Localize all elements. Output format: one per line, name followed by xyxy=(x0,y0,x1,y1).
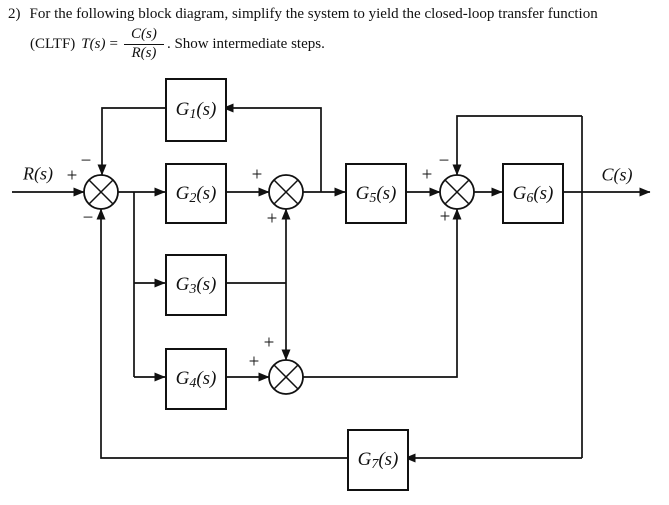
block-g4: G4(s) xyxy=(165,348,227,410)
fraction-numerator: C(s) xyxy=(131,26,157,42)
block-g2-subscript: 2 xyxy=(189,190,197,206)
block-g5-label: G xyxy=(355,182,370,204)
block-g2-label: G xyxy=(175,182,190,204)
sign-sum4-top: + xyxy=(263,332,275,354)
block-g6-label: G xyxy=(512,182,527,204)
sign-sum2-left: + xyxy=(251,164,263,186)
cltf-label: (CLTF) xyxy=(30,35,76,52)
wire-g7-to-sum1-bottom xyxy=(96,208,347,459)
output-signal-label: C(s) xyxy=(601,164,633,185)
block-g1: G1(s) xyxy=(165,78,227,142)
summing-junction-3 xyxy=(439,174,475,210)
block-g3-subscript: 3 xyxy=(189,282,197,297)
block-g4-arg: (s) xyxy=(196,368,217,389)
item-number: 2) xyxy=(8,6,21,22)
transfer-function-symbol: T(s) xyxy=(81,35,106,52)
block-g7: G7(s) xyxy=(347,429,409,491)
sign-sum3-top: − xyxy=(438,150,450,172)
sign-sum4-left: + xyxy=(248,351,260,373)
wire-sum4-to-sum3-bottom xyxy=(303,208,462,378)
block-g2: G2(s) xyxy=(165,163,227,224)
sign-sum1-left: + xyxy=(66,165,78,187)
block-g7-subscript: 7 xyxy=(371,457,379,472)
block-g6-arg: (s) xyxy=(533,182,554,204)
input-signal-label: R(s) xyxy=(23,163,53,184)
block-g3-arg: (s) xyxy=(196,274,217,295)
statement-suffix: . Show intermediate steps. xyxy=(166,35,325,52)
equals-sign: = xyxy=(109,35,118,52)
wire-branch-to-g1 xyxy=(222,103,322,192)
sign-sum2-bottom: + xyxy=(266,208,278,230)
block-g4-label: G xyxy=(175,368,190,389)
sign-sum1-bottom: − xyxy=(82,207,94,229)
summing-junction-1 xyxy=(83,174,119,210)
sign-sum3-left: + xyxy=(421,164,433,186)
problem-statement-line2: (CLTF) T(s) = C(s) R(s) . Show intermedi… xyxy=(30,26,325,62)
block-g4-subscript: 4 xyxy=(189,376,197,391)
block-g3-label: G xyxy=(175,274,190,295)
transfer-function-fraction: C(s) R(s) xyxy=(123,26,164,62)
block-g6: G6(s) xyxy=(502,163,564,224)
summing-junction-2 xyxy=(268,174,304,210)
fraction-bar xyxy=(123,43,164,45)
summing-junction-4 xyxy=(268,359,304,395)
block-g1-arg: (s) xyxy=(196,99,217,120)
problem-statement-line1: 2) For the following block diagram, simp… xyxy=(8,6,666,23)
block-g5-subscript: 5 xyxy=(369,190,377,206)
block-g7-arg: (s) xyxy=(378,449,399,470)
block-g2-arg: (s) xyxy=(196,182,217,204)
block-g7-label: G xyxy=(357,449,372,470)
statement-text: For the following block diagram, simplif… xyxy=(29,6,598,22)
sign-sum1-top: − xyxy=(80,150,92,172)
block-g5: G5(s) xyxy=(345,163,407,224)
block-g6-subscript: 6 xyxy=(526,190,534,206)
wire-g1-to-sum1-top xyxy=(97,107,165,176)
block-g5-arg: (s) xyxy=(376,182,397,204)
wire-output-to-sum3-top xyxy=(452,115,582,176)
block-g3: G3(s) xyxy=(165,254,227,316)
block-g1-subscript: 1 xyxy=(189,107,197,122)
sign-sum3-bottom: + xyxy=(439,206,451,228)
block-g1-label: G xyxy=(175,99,190,120)
fraction-denominator: R(s) xyxy=(131,44,157,61)
